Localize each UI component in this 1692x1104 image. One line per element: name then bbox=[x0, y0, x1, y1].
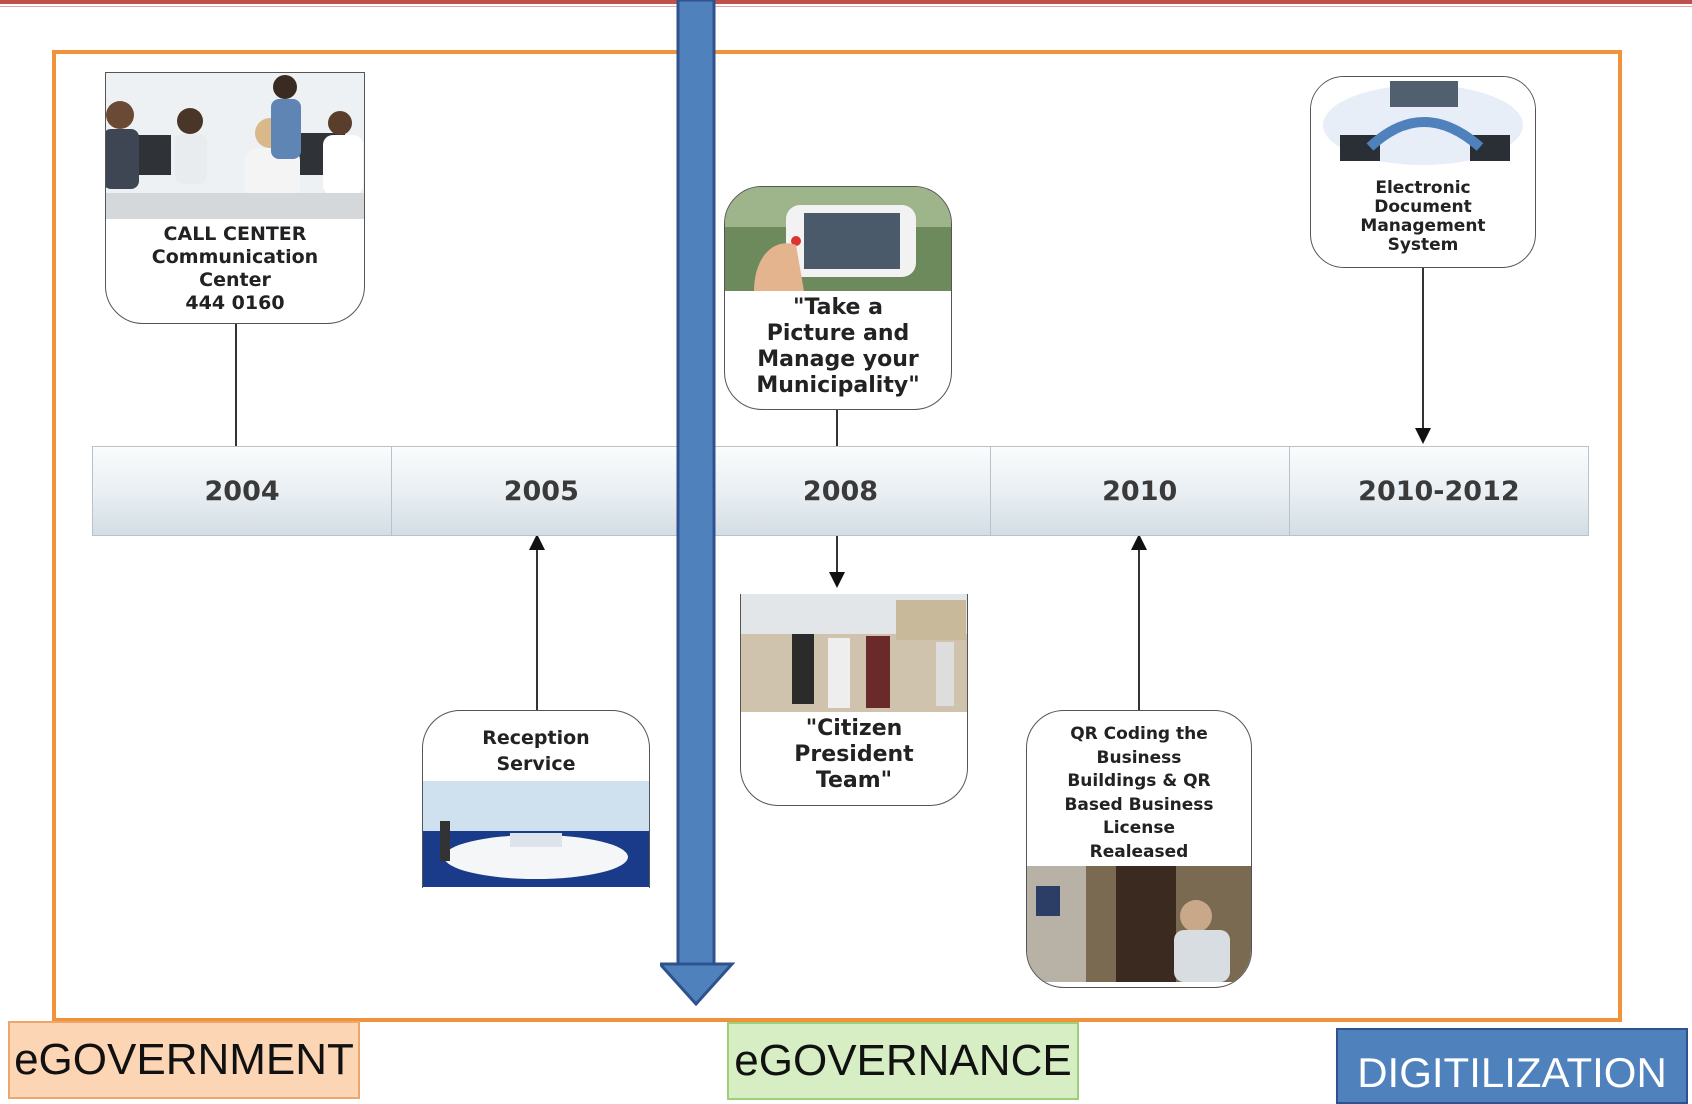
take-picture-card: "Take a Picture and Manage your Municipa… bbox=[724, 186, 952, 410]
digitilization-label: DIGITILIZATION bbox=[1336, 1028, 1688, 1104]
year-2004: 2004 bbox=[93, 447, 393, 535]
call-center-photo bbox=[106, 73, 364, 219]
take-picture-photo bbox=[725, 187, 951, 291]
qr-coding-photo bbox=[1027, 866, 1251, 982]
take-picture-text: "Take a Picture and Manage your Municipa… bbox=[756, 295, 920, 398]
year-2008: 2008 bbox=[691, 447, 991, 535]
call-center-text: CALL CENTER Communication Center 444 016… bbox=[151, 223, 319, 314]
year-2010-2012: 2010-2012 bbox=[1289, 447, 1589, 535]
citizen-president-card: "Citizen President Team" bbox=[740, 594, 968, 806]
reception-card: Reception Service bbox=[422, 710, 650, 888]
year-2005: 2005 bbox=[392, 447, 692, 535]
qr-coding-card: QR Coding the Business Buildings & QR Ba… bbox=[1026, 710, 1252, 988]
connector-2004 bbox=[235, 322, 237, 494]
connector-2010 bbox=[1138, 548, 1140, 710]
arrowhead-2008 bbox=[829, 572, 845, 588]
citizen-president-text: "Citizen President Team" bbox=[794, 716, 914, 793]
edms-illustration bbox=[1311, 77, 1535, 179]
year-2010: 2010 bbox=[990, 447, 1290, 535]
arrowhead-2010-2012 bbox=[1415, 428, 1431, 444]
call-center-card: CALL CENTER Communication Center 444 016… bbox=[105, 72, 365, 324]
timeline-bar: 2004 2005 2008 2010 2010-2012 bbox=[92, 446, 1589, 536]
arrowhead-2010 bbox=[1131, 534, 1147, 550]
egovernance-label: eGOVERNANCE bbox=[727, 1022, 1079, 1100]
egovernment-label: eGOVERNMENT bbox=[8, 1021, 360, 1099]
connector-2010-2012 bbox=[1422, 266, 1424, 430]
arrowhead-2005 bbox=[529, 534, 545, 550]
qr-coding-text: QR Coding the Business Buildings & QR Ba… bbox=[1064, 724, 1214, 862]
header-rule bbox=[0, 0, 1692, 4]
header-rule-thin bbox=[0, 6, 1692, 7]
edms-text: Electronic Document Management System bbox=[1360, 178, 1486, 255]
reception-photo bbox=[423, 781, 649, 887]
reception-text: Reception Service bbox=[482, 727, 590, 775]
connector-2005 bbox=[536, 548, 538, 710]
citizen-president-photo bbox=[741, 594, 967, 712]
timeline-frame bbox=[52, 50, 1622, 1022]
edms-card: Electronic Document Management System bbox=[1310, 76, 1536, 268]
phase-arrow bbox=[660, 0, 736, 1007]
